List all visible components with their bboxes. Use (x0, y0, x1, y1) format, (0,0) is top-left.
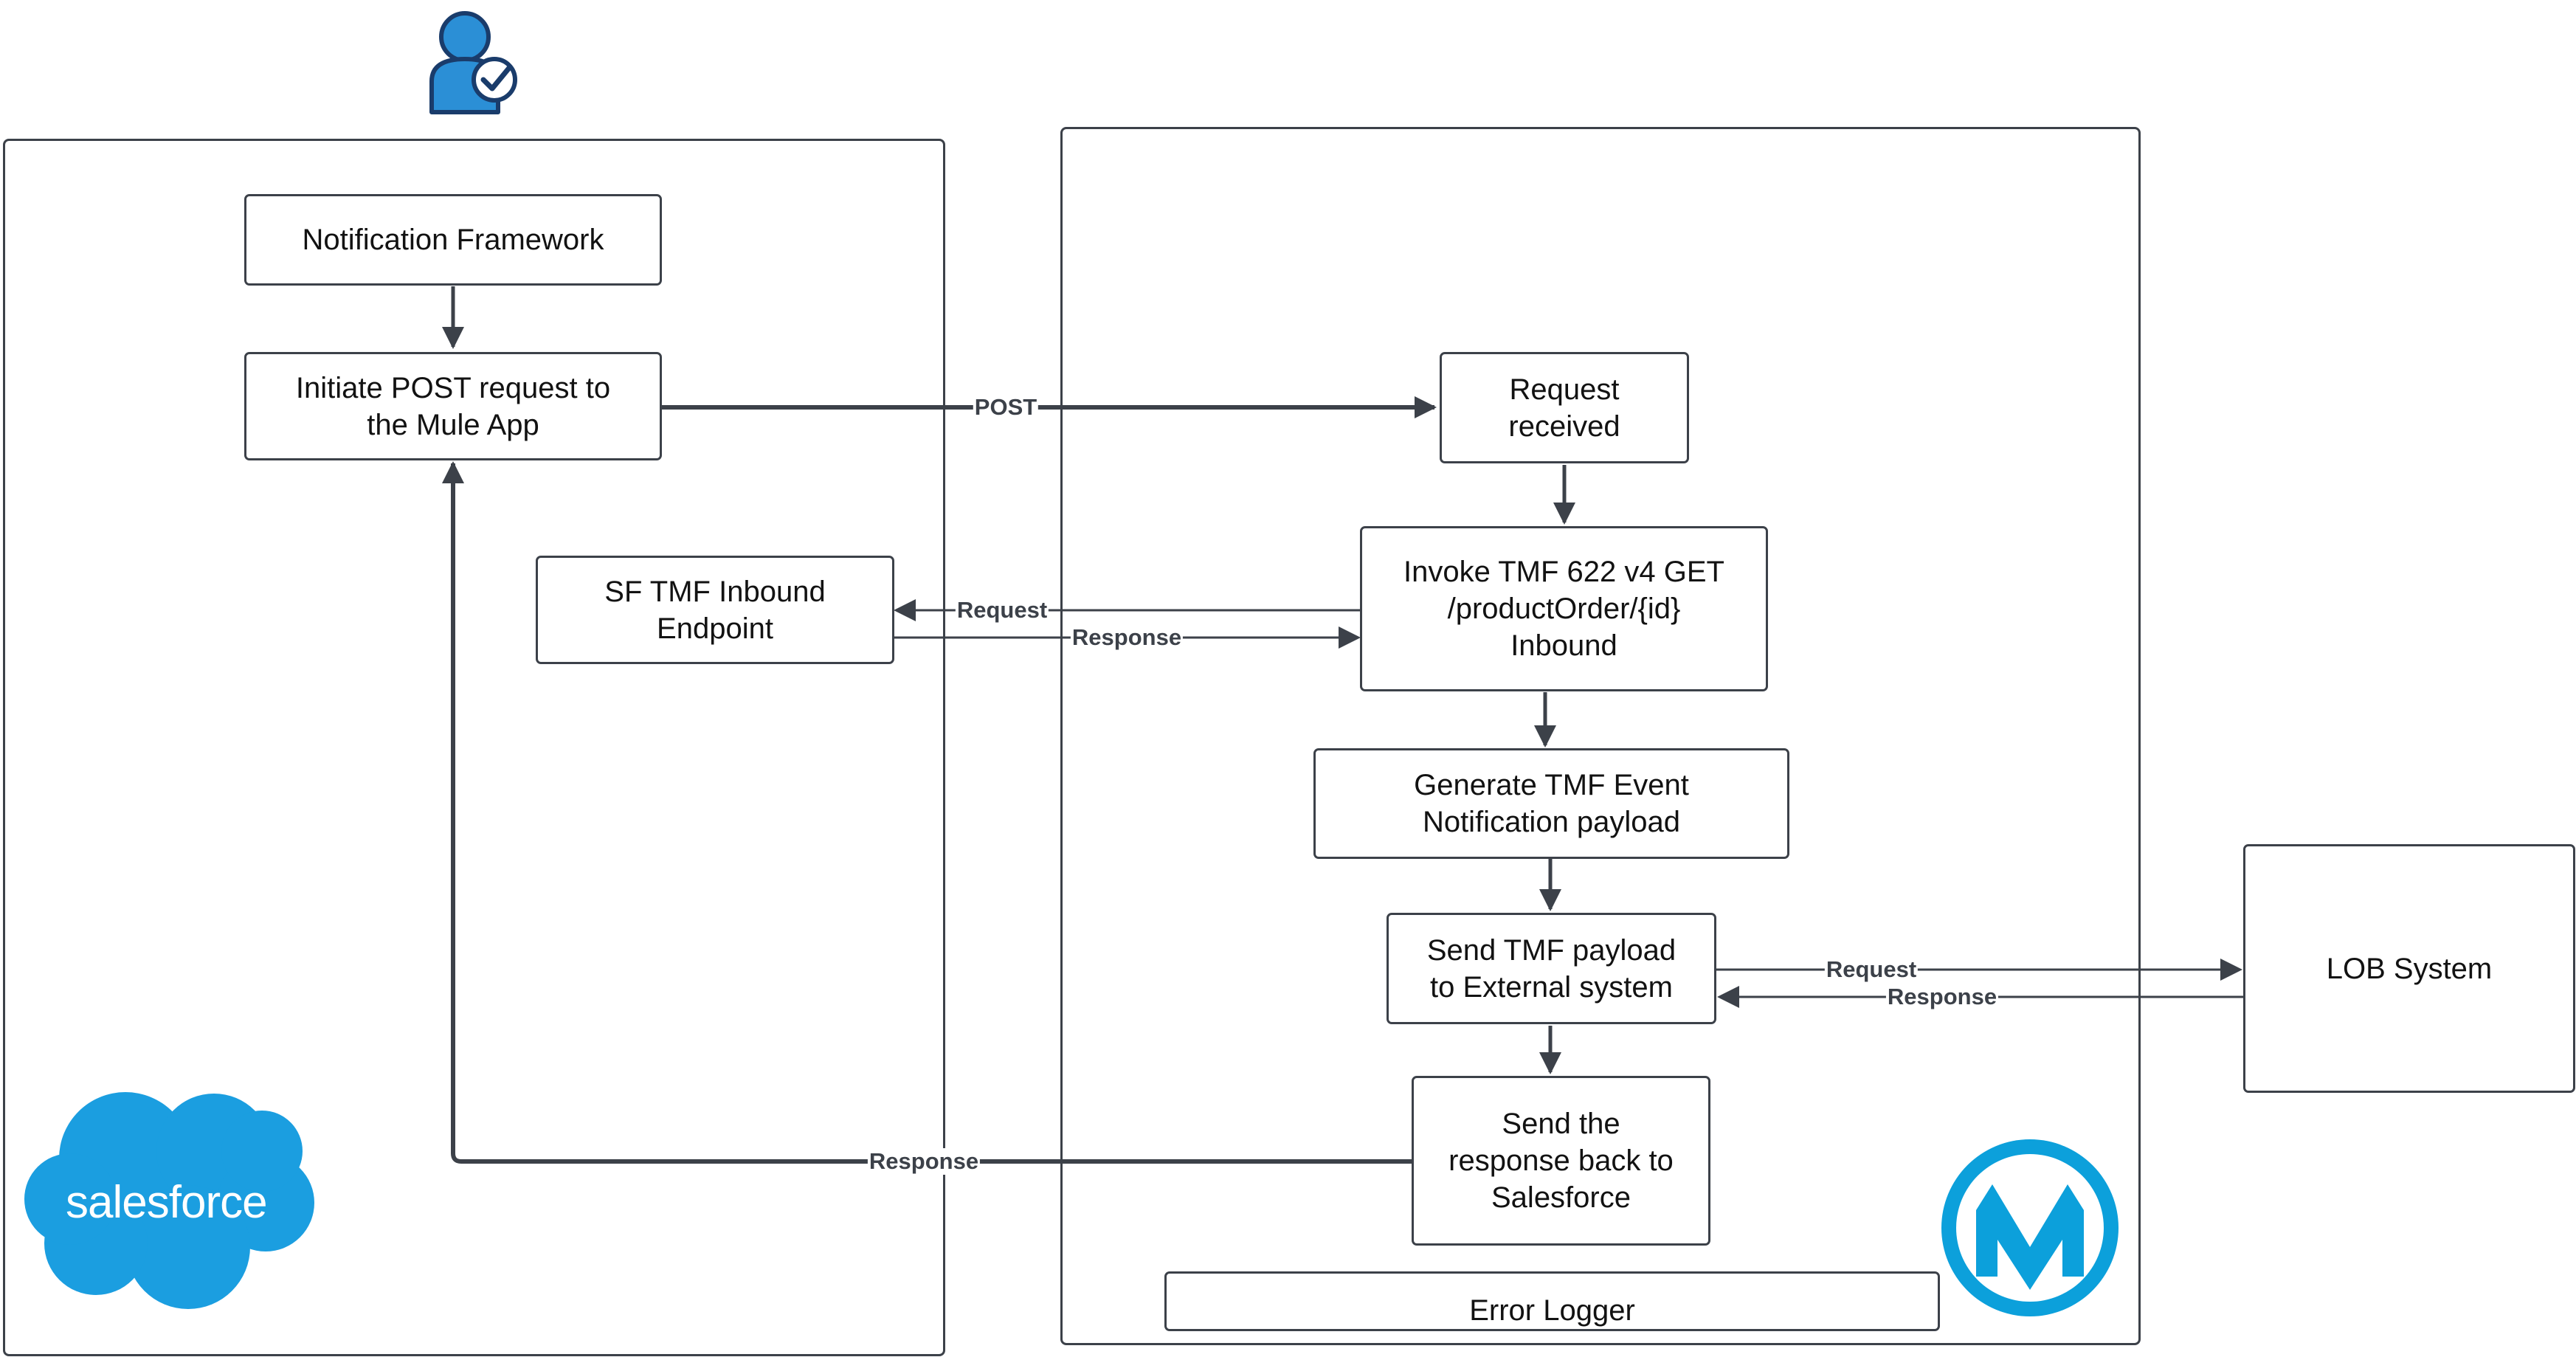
sf-response-label: Response (1070, 624, 1184, 651)
return-response-label: Response (867, 1148, 981, 1175)
send-response-box: Send the response back to Salesforce (1412, 1076, 1710, 1246)
initiate-post-label: Initiate POST request to the Mule App (295, 371, 611, 441)
notification-framework-label: Notification Framework (302, 224, 604, 256)
salesforce-wordmark: salesforce (66, 1177, 268, 1228)
sf-request-label: Request (955, 597, 1049, 624)
edge-return-response (442, 461, 1412, 1164)
lob-response-label: Response (1885, 984, 1999, 1010)
salesforce-cloud-logo (24, 1092, 314, 1309)
sf-tmf-inbound-box: SF TMF Inbound Endpoint (536, 556, 894, 664)
salesforce-container (3, 139, 945, 1356)
invoke-tmf-label: Invoke TMF 622 v4 GET /productOrder/{id}… (1403, 556, 1724, 662)
request-received-box: Request received (1440, 352, 1689, 463)
mulesoft-container (1060, 127, 2141, 1345)
sf-tmf-inbound-label: SF TMF Inbound Endpoint (604, 575, 826, 645)
lob-request-label: Request (1824, 956, 1919, 983)
send-payload-box: Send TMF payload to External system (1387, 913, 1716, 1024)
lob-system-box: LOB System (2243, 844, 2575, 1093)
notification-framework-box: Notification Framework (244, 194, 662, 286)
generate-event-label: Generate TMF Event Notification payload (1414, 769, 1689, 838)
error-logger-label: Error Logger (1469, 1294, 1635, 1327)
mulesoft-logo (1941, 1139, 2119, 1316)
initiate-post-box: Initiate POST request to the Mule App (244, 352, 662, 460)
lob-system-label: LOB System (2326, 952, 2493, 985)
send-response-label: Send the response back to Salesforce (1448, 1108, 1674, 1214)
user-check-icon (429, 11, 517, 114)
generate-event-box: Generate TMF Event Notification payload (1313, 748, 1789, 859)
invoke-tmf-box: Invoke TMF 622 v4 GET /productOrder/{id}… (1360, 526, 1768, 691)
error-logger-box: Error Logger (1164, 1271, 1940, 1331)
request-received-label: Request received (1508, 373, 1620, 443)
post-label: POST (973, 394, 1039, 421)
send-payload-label: Send TMF payload to External system (1426, 933, 1677, 1004)
